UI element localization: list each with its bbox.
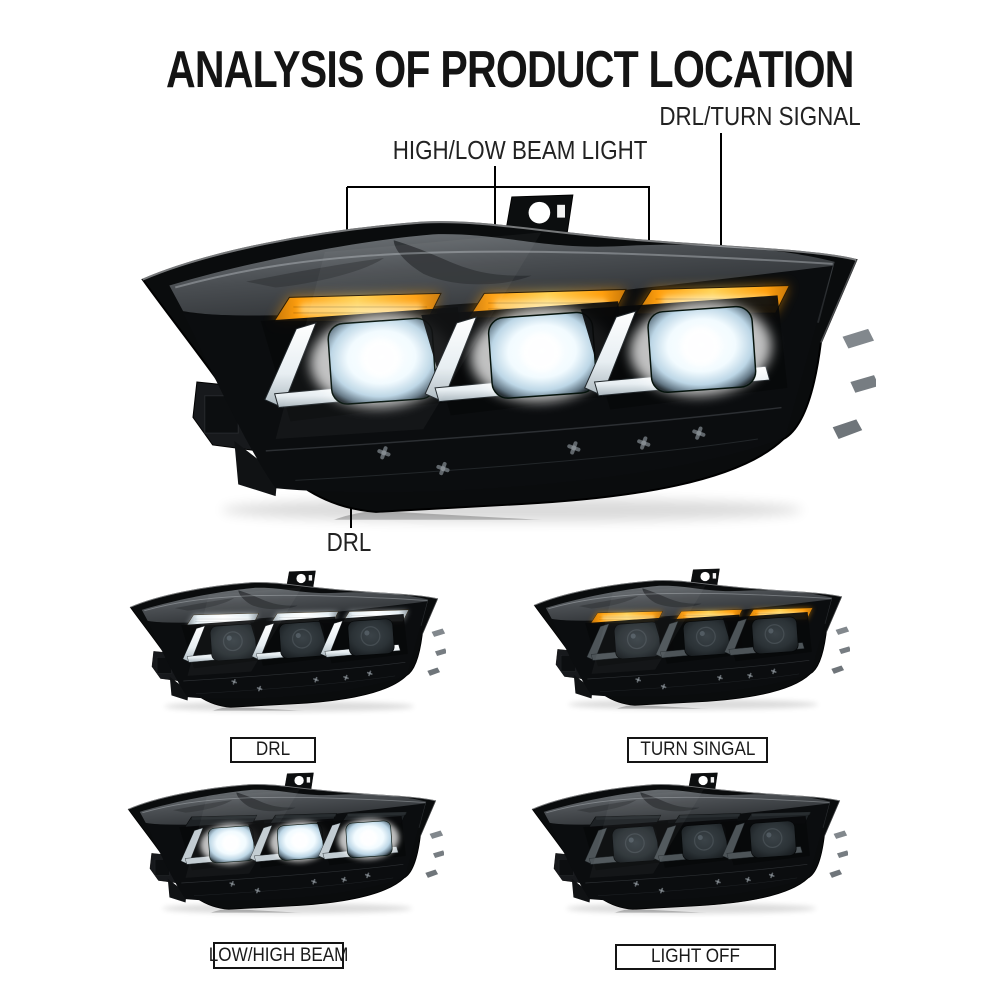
- variant-label-low-high-beam: LOW/HIGH BEAM: [209, 942, 348, 969]
- headlight-photo-drl: [124, 570, 446, 738]
- variant-label-turn-signal: TURN SINGAL: [627, 737, 768, 763]
- headlight-photo-light-off: [526, 772, 848, 940]
- callout-label-drl-turn-signal: DRL/TURN SIGNAL: [659, 101, 861, 131]
- variant-label-drl: DRL: [230, 737, 316, 763]
- headlight-photo-turn-signal: [528, 568, 850, 736]
- headlight-photo-main: [128, 193, 876, 583]
- callout-label-high-low-beam: HIGH/LOW BEAM LIGHT: [392, 135, 648, 165]
- callout-line-highlow-stem: [494, 166, 496, 187]
- headlight-photo-low-high-beam: [122, 772, 444, 940]
- callout-line-drl-turn: [720, 133, 722, 308]
- variant-label-light-off: LIGHT OFF: [615, 944, 776, 970]
- callout-line-bracket: [347, 186, 650, 188]
- page-title: ANALYSIS OF PRODUCT LOCATION: [166, 41, 854, 99]
